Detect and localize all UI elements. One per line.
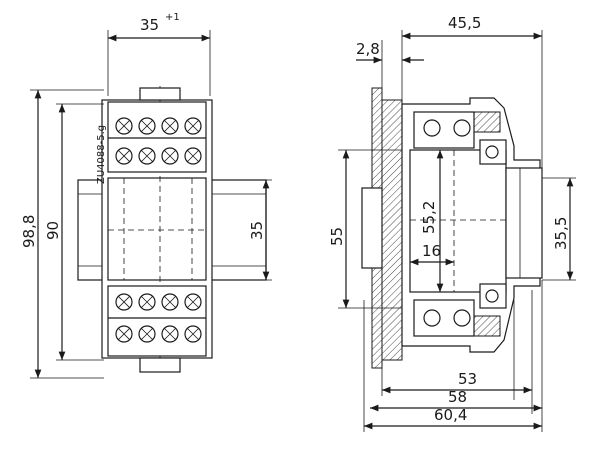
dim-overall-height-label: 98,8	[20, 215, 38, 248]
screw-terminal-row-4	[115, 325, 202, 343]
dim-depth-58-label: 58	[448, 388, 467, 406]
dim-offset-16-label: 16	[422, 242, 441, 260]
screw-terminal-row-2	[115, 147, 202, 165]
terminal-block-bottom	[107, 285, 207, 357]
dim-depth-53-label: 53	[458, 370, 477, 388]
bottom-clip	[139, 357, 181, 373]
side-view: 45,5 2,8 55 55,2 16 35,5 53 58 60,4	[328, 14, 576, 432]
dim-clip-thickness-label: 2,8	[356, 40, 380, 58]
backplate	[381, 99, 403, 361]
dim-rail-55-label: 55	[328, 227, 346, 246]
part-number-label: ZU4088-5.g	[96, 125, 107, 184]
dim-rail-height-label: 35	[248, 221, 266, 240]
dim-depth-60-4-label: 60,4	[434, 406, 467, 424]
dim-inner-height-label: 90	[44, 221, 62, 240]
dim-width-top-label: 35	[140, 16, 159, 34]
terminal-detail-top	[413, 111, 507, 165]
dim-depth-top-label: 45,5	[448, 14, 481, 32]
front-cover	[505, 167, 543, 279]
dim-front-height-label: 35,5	[552, 217, 570, 250]
terminal-detail-bottom	[413, 283, 507, 337]
screw-terminal-row-1	[115, 117, 202, 135]
screw-terminal-row-3	[115, 293, 202, 311]
front-view: 35 +1 98,8 90 35 ZU4088-5.g	[20, 12, 272, 379]
dim-width-tolerance: +1	[165, 12, 180, 23]
dim-inner-55-2-label: 55,2	[420, 201, 438, 234]
terminal-block-top	[107, 101, 207, 173]
top-clip	[139, 87, 181, 101]
